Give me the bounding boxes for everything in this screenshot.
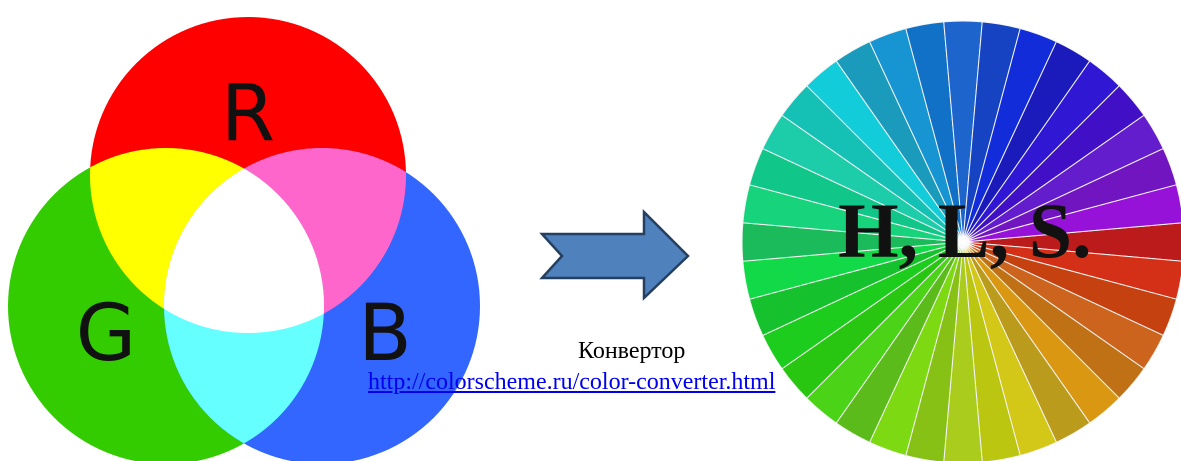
arrow-shape [539,208,690,301]
converter-label: Конвертор [578,338,686,364]
hls-title: H, L, S. [838,187,1092,274]
wheel-center-glow [951,230,975,254]
label-b: B [358,289,412,379]
label-g: G [76,289,136,379]
converter-link[interactable]: http://colorscheme.ru/color-converter.ht… [368,369,776,395]
wheel-segment [943,241,983,461]
white-center-overlap [164,148,324,333]
label-r: R [221,69,275,159]
wheel-segment [962,222,1181,262]
wheel-segment [962,241,1021,461]
